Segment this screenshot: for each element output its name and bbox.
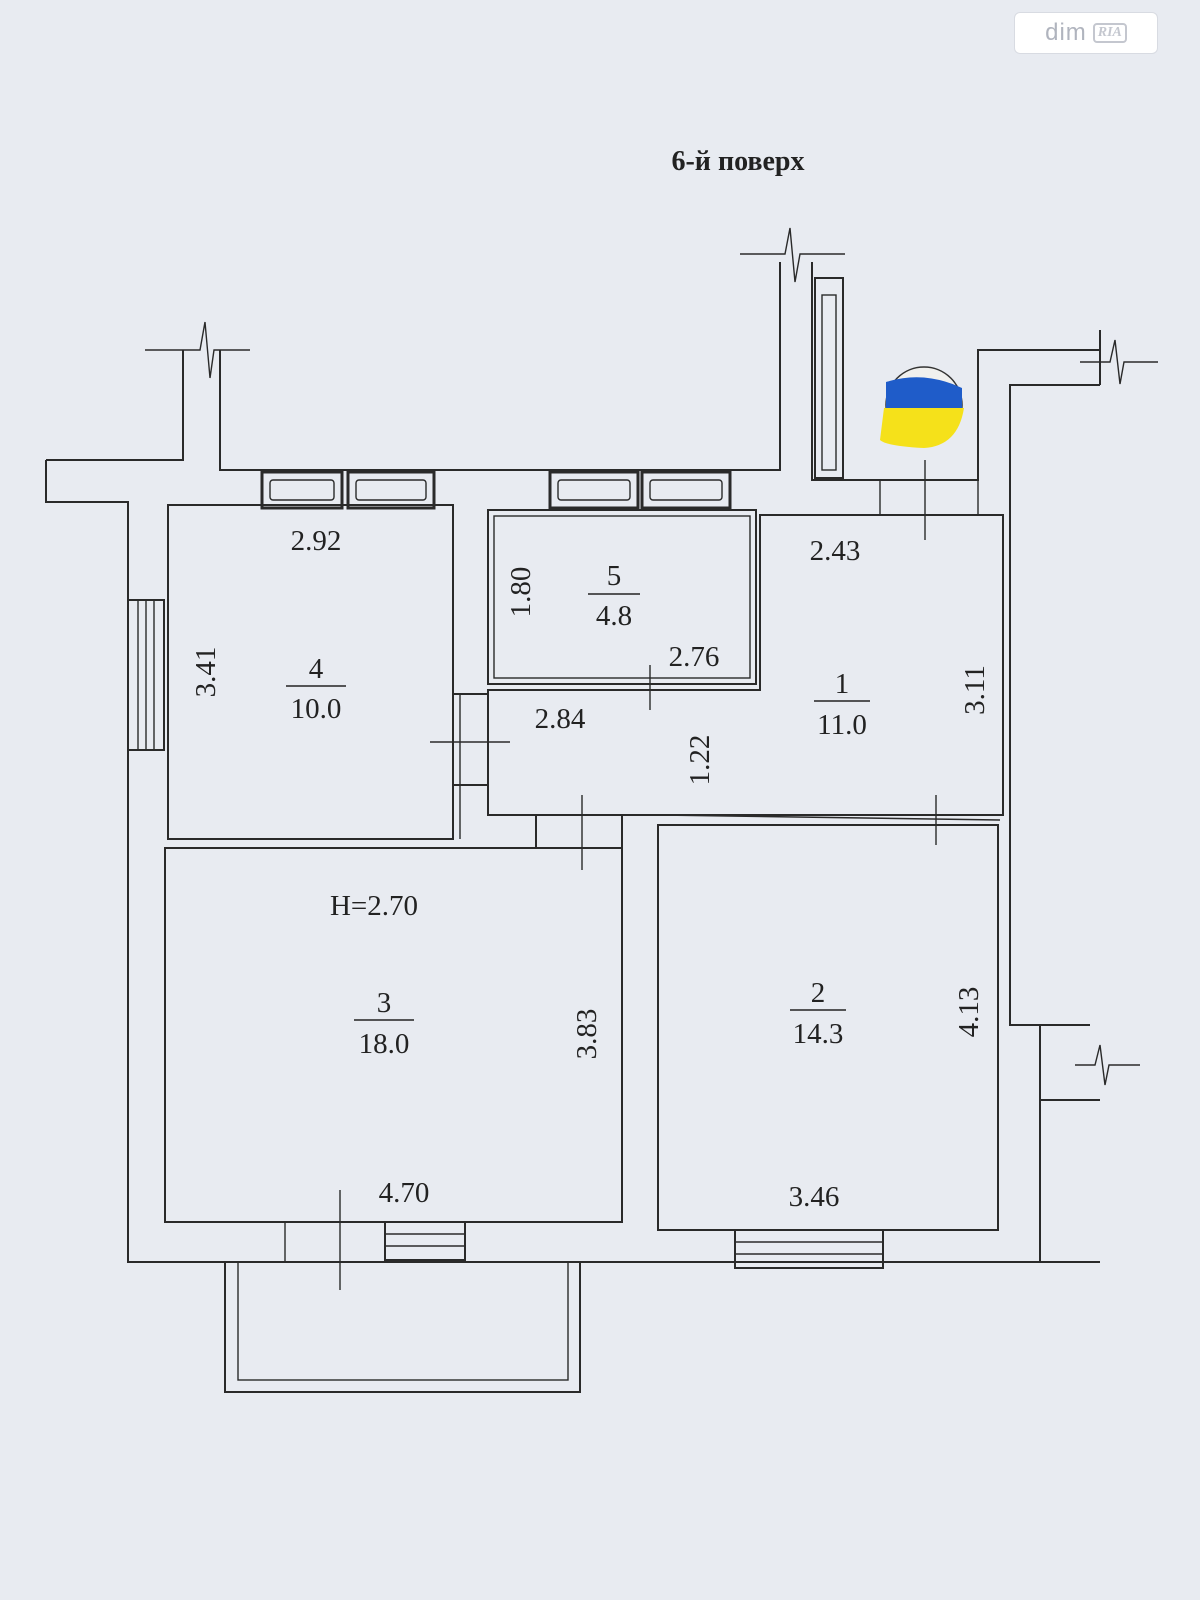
- room-2-number: 2: [811, 977, 826, 1009]
- room-5-outline: [487, 509, 757, 685]
- room-3-number: 3: [377, 987, 392, 1019]
- room-5-area: 4.8: [596, 600, 632, 632]
- ceiling-height: H=2.70: [330, 890, 418, 922]
- balcony: [224, 1261, 581, 1393]
- ukraine-flag-sticker: [880, 366, 964, 448]
- dim-r1-width: 2.43: [810, 535, 861, 567]
- room-4-outline: [167, 504, 454, 840]
- dim-ria-watermark: dim RIA: [1014, 12, 1158, 54]
- dim-r4-height: 3.41: [190, 647, 222, 698]
- room-5-label: 5 4.8: [588, 560, 640, 632]
- top-windows: [260, 470, 732, 510]
- ventilation-shaft: [814, 277, 844, 479]
- room-labels: 1 11.0 2 14.3 3 18.0 4 10.0 5: [286, 560, 870, 1060]
- room-2-area: 14.3: [793, 1018, 844, 1050]
- room-1-hall-outline: [487, 514, 1004, 816]
- dim-hall-width: 2.84: [535, 703, 586, 735]
- dim-r2-width: 3.46: [789, 1181, 840, 1213]
- room-4-area: 10.0: [291, 693, 342, 725]
- room-4-number: 4: [309, 653, 324, 685]
- dim-r5-width: 2.76: [669, 641, 720, 673]
- watermark-badge: RIA: [1092, 23, 1127, 43]
- dim-hall-height: 1.22: [684, 735, 716, 786]
- floor-title: 6-й поверх: [671, 146, 804, 177]
- room-3-area: 18.0: [359, 1028, 410, 1060]
- dim-r3-width: 4.70: [379, 1177, 430, 1209]
- dim-r3-height: 3.83: [571, 1009, 603, 1060]
- dim-r1-height: 3.11: [959, 665, 991, 715]
- room-1-area: 11.0: [817, 709, 867, 741]
- bottom-windows: [284, 1221, 884, 1269]
- dim-r4-width: 2.92: [291, 525, 342, 557]
- left-window: [127, 599, 165, 751]
- watermark-brand: dim: [1045, 19, 1087, 46]
- room-1-number: 1: [835, 668, 850, 700]
- room-4-label: 4 10.0: [286, 653, 346, 725]
- room-1-label: 1 11.0: [814, 668, 870, 741]
- room-5-number: 5: [607, 560, 622, 592]
- dim-r5-height: 1.80: [505, 567, 537, 618]
- room-3-label: 3 18.0: [354, 987, 414, 1060]
- dimension-labels: 2.92 3.41 1.80 2.76 2.43 3.11 2.84 1.22 …: [190, 525, 991, 1213]
- door-marks: [339, 460, 979, 1290]
- dim-r2-height: 4.13: [953, 987, 985, 1038]
- room-2-label: 2 14.3: [790, 977, 846, 1050]
- wall-break-marks: [145, 227, 1158, 1086]
